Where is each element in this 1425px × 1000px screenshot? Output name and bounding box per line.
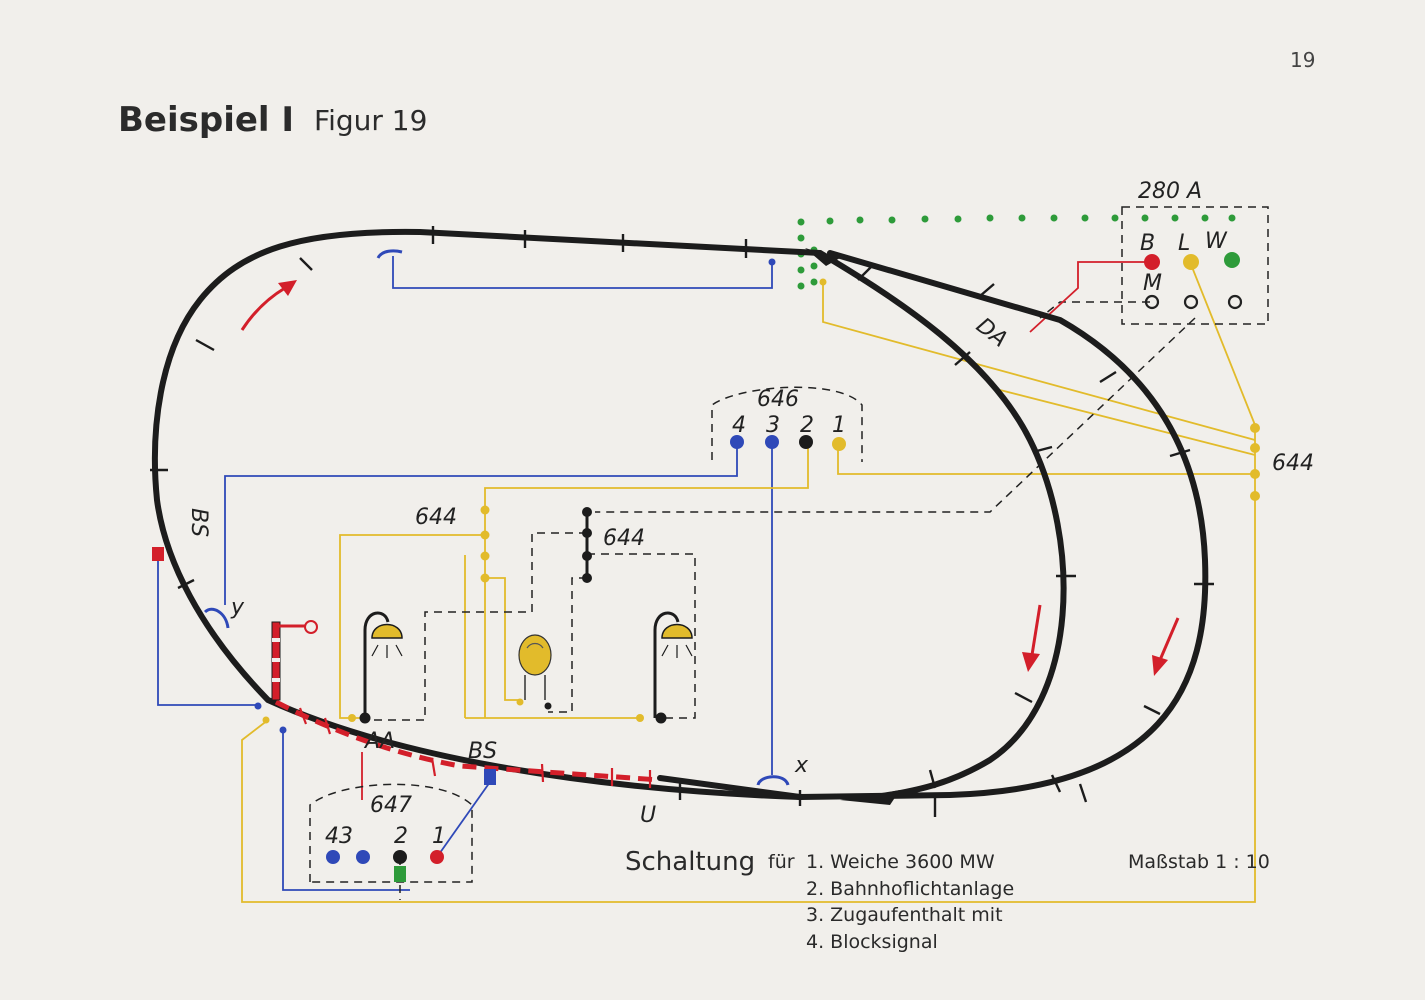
caption-title: Schaltung: [625, 847, 755, 877]
page-number: 19: [1290, 48, 1316, 72]
page-title: Beispiel I: [118, 100, 295, 140]
contact-track-y: [203, 607, 230, 629]
red-wires: [361, 261, 1150, 800]
block-signal-left-icon: [152, 547, 164, 561]
siding-ties: [298, 707, 652, 788]
label-280a: 280 A: [1138, 179, 1202, 204]
red-wire-B: [1029, 261, 1150, 333]
yellow-wire-bulb: [485, 577, 520, 701]
label-y: y: [230, 595, 245, 620]
blue-wire-top-contact: [392, 256, 773, 289]
track-layout: [151, 228, 1209, 801]
box-647-terminal-3: [356, 850, 370, 864]
label-280a-M: M: [1143, 271, 1162, 296]
label-bs-left: BS: [186, 508, 211, 537]
relay-280a-terminal-M2: [1183, 294, 1199, 310]
box-646-terminal-2: [799, 435, 813, 449]
caption-scale: Maßstab 1 : 10: [1128, 851, 1270, 873]
label-x: x: [794, 753, 809, 778]
box-647: [309, 783, 473, 883]
box-647-connector: [394, 866, 406, 882]
label-644-left: 644: [415, 505, 457, 530]
yellow-wire-646-t1: [837, 446, 1255, 475]
box-646-terminal-1: [832, 437, 846, 451]
label-644-right: 644: [1272, 451, 1314, 476]
label-da: DA: [971, 313, 1012, 352]
arrow-outer: [1158, 617, 1180, 661]
station-lamp-left: [359, 611, 403, 724]
contact-track-top: [376, 249, 403, 259]
caption-line-3: 3. Zugaufenthalt mit: [806, 904, 1003, 926]
block-signal-bottom-icon: [484, 769, 496, 785]
dashed-wire-644c-a: [372, 532, 587, 721]
switch-frog-bottom: [840, 790, 900, 805]
label-646-t3: 3: [766, 413, 780, 438]
label-646-t2: 2: [800, 413, 814, 438]
dashed-wire-644c-b: [587, 553, 696, 719]
blue-wire-647: [282, 728, 410, 891]
light-bulb-icon: [516, 634, 552, 710]
track-outer-loop: [151, 228, 1209, 801]
label-280a-L: L: [1178, 231, 1190, 256]
yellow-wire-646-t2: [484, 448, 809, 718]
label-647-t43: 43: [325, 824, 353, 849]
yellow-wire-lamp-left: [339, 534, 485, 719]
track-bottom-straight: [657, 775, 803, 800]
label-u: U: [640, 803, 656, 828]
label-646-t1: 1: [832, 413, 846, 438]
caption-line-2: 2. Bahnhoflichtanlage: [806, 878, 1014, 900]
yellow-wire-bus-right: [241, 425, 1256, 903]
switch-frog-top: [805, 248, 840, 266]
distributor-644-center: [582, 507, 592, 583]
dashed-wire-M: [1039, 301, 1150, 319]
box-646-terminal-4: [730, 435, 744, 449]
relay-280a-terminal-B: [1144, 254, 1160, 270]
label-644-center: 644: [603, 526, 645, 551]
caption-fuer: für: [768, 851, 795, 873]
station-lamp-right: [653, 611, 693, 724]
relay-280a-terminal-W: [1224, 252, 1240, 268]
figure-label: Figur 19: [314, 104, 428, 137]
blue-wires: [157, 256, 773, 891]
caption-line-1: 1. Weiche 3600 MW: [806, 851, 995, 873]
yellow-wire-L: [1189, 261, 1256, 426]
contact-track-x: [756, 775, 790, 786]
yellow-wire-top: [822, 282, 1256, 441]
track-ties: [150, 226, 1214, 817]
box-646-terminal-3: [765, 435, 779, 449]
relay-280a-box: [1121, 206, 1269, 325]
yellow-wire-da: [999, 389, 1256, 456]
label-647-t1: 1: [432, 824, 446, 849]
relay-280a-terminal-M3: [1227, 294, 1243, 310]
label-280a-B: B: [1140, 231, 1155, 256]
box-646: [711, 386, 863, 462]
label-647-t2: 2: [394, 824, 408, 849]
box-647-terminal-1: [430, 850, 444, 864]
relay-280a-terminal-L: [1183, 254, 1199, 270]
label-646: 646: [757, 387, 799, 412]
arrow-top-left: [240, 286, 286, 331]
label-647: 647: [370, 793, 412, 818]
dashed-wire-644c-c: [548, 577, 587, 713]
blue-wire-bs-bottom: [436, 781, 491, 858]
distributor-644-left: [480, 505, 490, 583]
blue-wire-646-t4: [224, 442, 738, 605]
label-bs-bottom: BS: [468, 739, 497, 764]
box-647-terminal-2: [393, 850, 407, 864]
green-dotted-wire: [797, 214, 1236, 290]
dashed-wire-diag: [595, 317, 1196, 513]
label-280a-W: W: [1205, 229, 1228, 254]
blue-wire-bs-left: [157, 560, 258, 706]
label-646-t4: 4: [732, 413, 746, 438]
arrow-inner: [1030, 604, 1042, 656]
label-aa: AA: [363, 729, 395, 754]
direction-arrows: [240, 280, 1180, 676]
track-inner-loop: [817, 250, 1067, 800]
box-647-terminal-4: [326, 850, 340, 864]
relay-280a-terminal-M1: [1144, 294, 1160, 310]
caption-line-4: 4. Blocksignal: [806, 931, 938, 953]
home-signal-icon: [271, 620, 318, 701]
distributor-644-right: [1250, 423, 1260, 501]
